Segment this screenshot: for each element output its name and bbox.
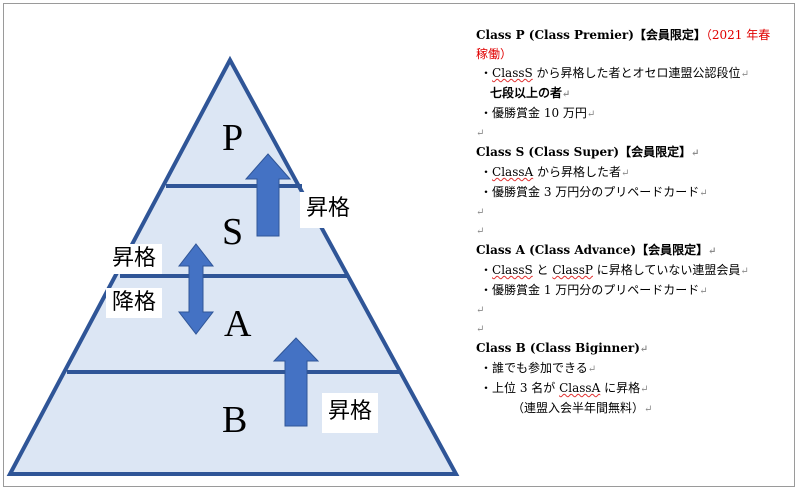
class-a-heading: Class A (Class Advance)【会員限定】 [476,243,709,257]
class-p-heading: Class P (Class Premier)【会員限定】 [476,28,706,42]
demote-label-left: 降格 [106,288,163,318]
tier-b-label: B [222,399,248,441]
section-class-s: Class S (Class Super)【会員限定】↵ ・ClassA から昇… [476,145,708,237]
class-s-heading: Class S (Class Super)【会員限定】 [476,145,692,159]
class-p-note: （2021 年春稼働） [476,28,771,61]
section-class-p: Class P (Class Premier)【会員限定】（2021 年春稼働）… [476,28,771,139]
promote-arrow-s-to-p [244,153,292,237]
diagram-frame [3,3,795,487]
promote-label-top: 昇格 [300,192,357,228]
promote-label-left: 昇格 [106,244,163,274]
promote-label-bottom: 昇格 [322,393,379,433]
tier-a-label: A [224,303,252,345]
promote-arrow-b-to-a [272,337,320,427]
class-b-heading: Class B (Class Biginner) [476,341,640,355]
tier-p-label: P [222,117,244,159]
promote-demote-arrow [177,243,215,335]
section-class-b: Class B (Class Biginner)↵ ・誰でも参加できる↵ ・上位… [476,341,653,415]
class-descriptions: Class P (Class Premier)【会員限定】（2021 年春稼働）… [476,26,776,419]
tier-s-label: S [222,211,244,253]
section-class-a: Class A (Class Advance)【会員限定】↵ ・ClassS と… [476,243,749,335]
